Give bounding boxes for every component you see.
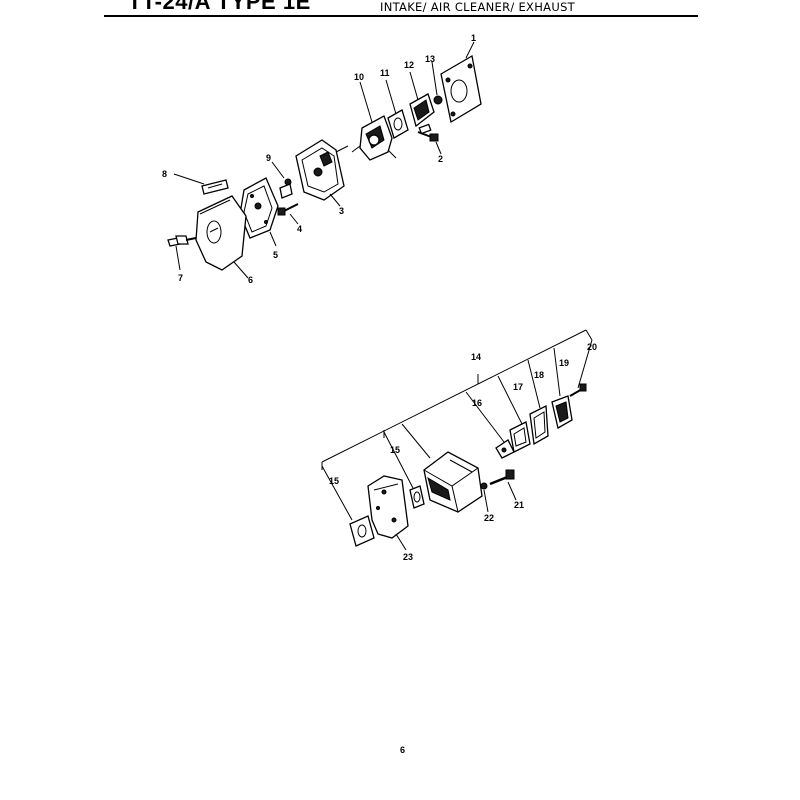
page-number: 6 (400, 745, 406, 755)
part-10-carburetor (351, 115, 397, 161)
part-9-screw (279, 178, 293, 199)
callout-3: 3 (339, 206, 344, 216)
callout-1: 1 (471, 33, 476, 43)
part-16-plate (495, 439, 515, 459)
callout-7: 7 (178, 273, 183, 283)
callout-15-upper: 15 (390, 445, 400, 455)
model-title: TT-24/A TYPE 1E (128, 0, 311, 14)
part-23-shield (367, 475, 409, 539)
callout-12: 12 (404, 60, 414, 70)
callout-11: 11 (380, 68, 390, 78)
callout-10: 10 (354, 72, 364, 82)
part-3-cleaner-base (295, 139, 349, 201)
group-14-bracket (321, 329, 593, 521)
callout-21: 21 (514, 500, 524, 510)
callout-2: 2 (438, 154, 443, 164)
part-1-gasket (440, 54, 482, 124)
callout-9: 9 (266, 153, 271, 163)
part-18-plate (529, 404, 549, 446)
callout-14: 14 (471, 352, 481, 362)
part-11-gasket (387, 109, 409, 139)
callout-5: 5 (273, 250, 278, 260)
part-4-screw (277, 203, 299, 216)
muffler-body (423, 451, 483, 513)
part-2-screw (417, 131, 439, 142)
callout-23: 23 (403, 552, 413, 562)
callout-19: 19 (559, 358, 569, 368)
part-15-gasket-upper (409, 485, 425, 509)
section-title: INTAKE/ AIR CLEANER/ EXHAUST (380, 0, 575, 14)
callout-17: 17 (513, 382, 523, 392)
part-21-bolt (489, 469, 515, 486)
callout-20: 20 (587, 342, 597, 352)
callout-4: 4 (297, 224, 302, 234)
part-6-cover (195, 195, 247, 271)
callout-8: 8 (162, 169, 167, 179)
part-15-gasket-lower (349, 515, 375, 547)
part-5-filter (239, 177, 279, 239)
callout-18: 18 (534, 370, 544, 380)
callout-13: 13 (425, 54, 435, 64)
part-22-washer (480, 482, 488, 490)
part-20-screw (569, 383, 587, 397)
part-7-knob (167, 235, 197, 247)
callout-15-lower: 15 (329, 476, 339, 486)
part-17-gasket (509, 421, 531, 453)
header-rule (104, 15, 698, 17)
callout-6: 6 (248, 275, 253, 285)
part-13-nut (433, 95, 443, 105)
callout-22: 22 (484, 513, 494, 523)
part-12-adapter (409, 93, 435, 135)
callout-labels: 1 2 3 4 5 6 7 8 9 10 11 12 13 14 15 15 1… (162, 33, 597, 562)
callout-16: 16 (472, 398, 482, 408)
part-8-decal (201, 179, 229, 195)
part-19-gasket (551, 395, 573, 429)
